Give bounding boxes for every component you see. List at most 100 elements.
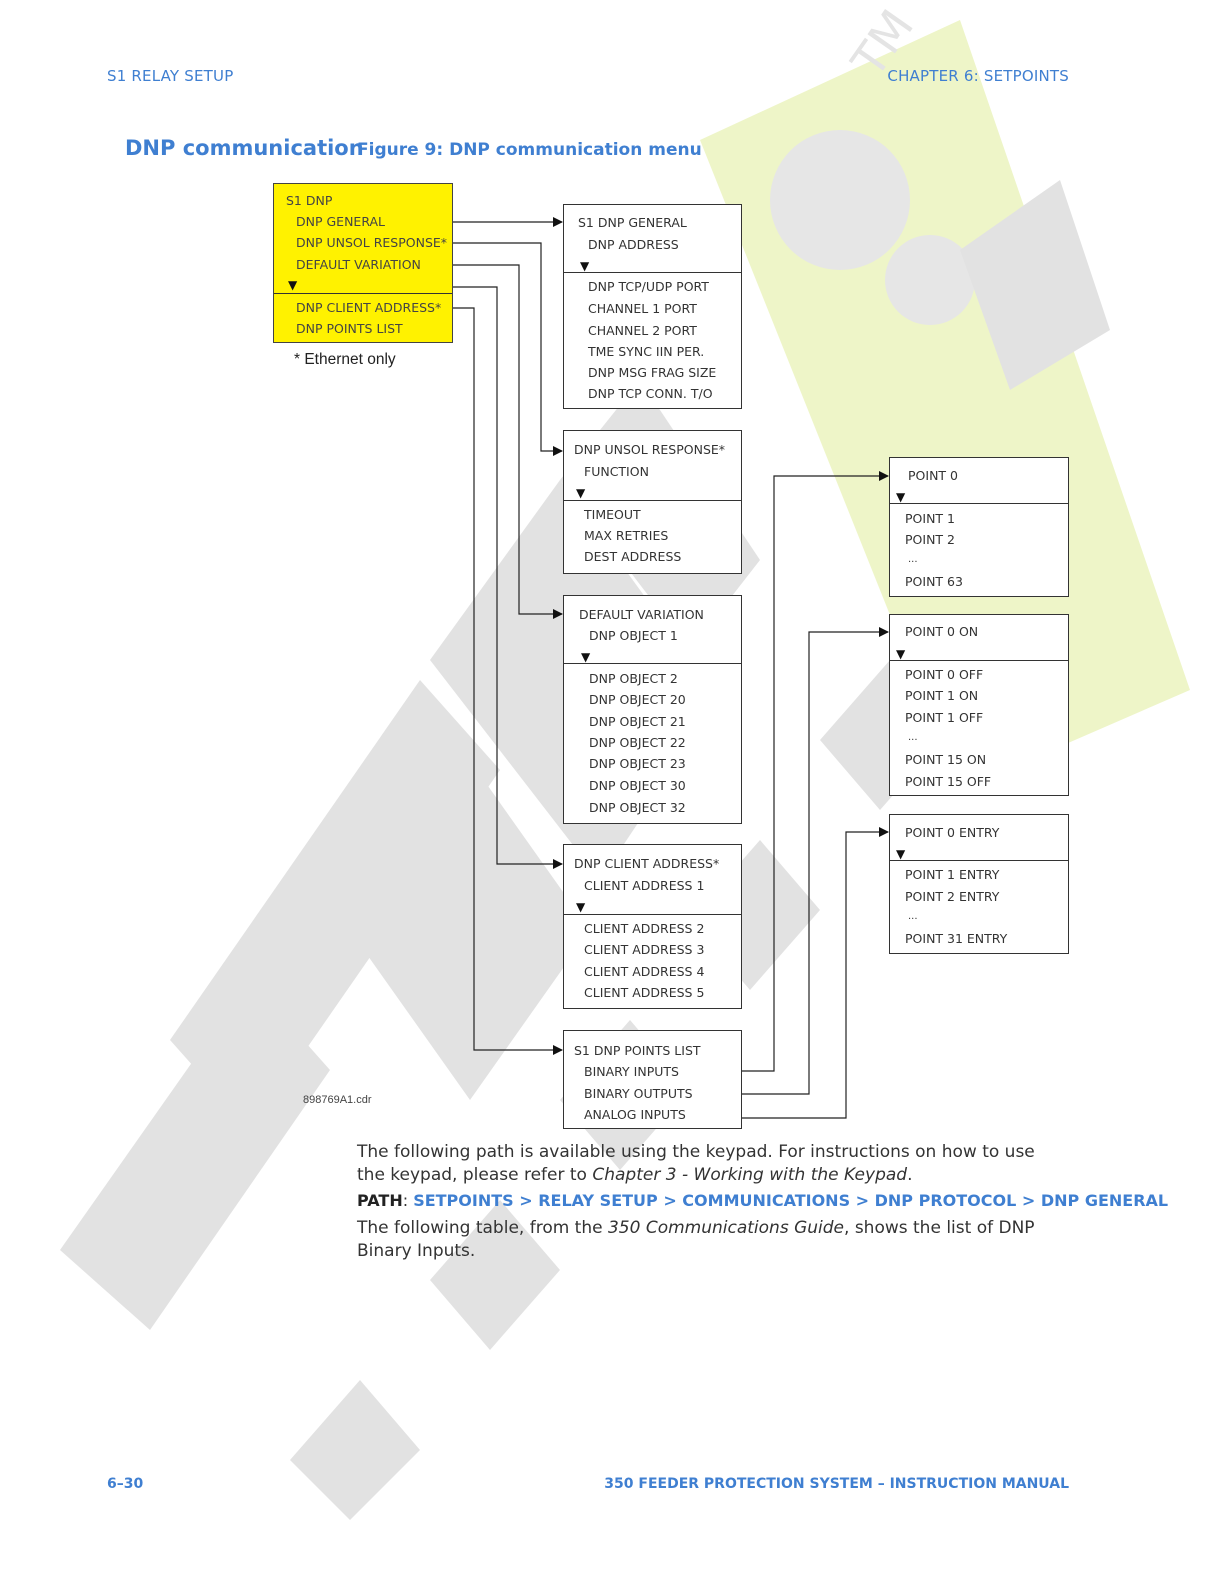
scroll-down-icon: ▼	[896, 490, 906, 504]
menu-title: POINT 0 ON	[905, 624, 979, 639]
menu-item: POINT 31 ENTRY	[905, 931, 1008, 946]
figure-title: Figure 9: DNP communication menu	[357, 140, 702, 160]
menu-item-binary-inputs: BINARY INPUTS	[584, 1064, 679, 1079]
menu-s1-dnp: S1 DNP DNP GENERAL DNP UNSOL RESPONSE* D…	[273, 183, 453, 343]
menu-item: CLIENT ADDRESS 5	[584, 985, 705, 1000]
menu-item-analog-inputs: ANALOG INPUTS	[584, 1107, 686, 1122]
menu-item-ellipsis: ...	[908, 911, 918, 922]
menu-title: DEFAULT VARIATION	[579, 607, 704, 622]
menu-item: TIMEOUT	[584, 507, 641, 522]
menu-divider	[890, 660, 1068, 661]
menu-dnp-unsol-response: DNP UNSOL RESPONSE* FUNCTION ▼ TIMEOUT M…	[563, 430, 742, 574]
guide-reference: 350 Communications Guide	[607, 1218, 845, 1238]
figure-file-reference: 898769A1.cdr	[303, 1094, 372, 1106]
scroll-down-icon: ▼	[896, 647, 906, 661]
paragraph-text: The following table, from the	[357, 1218, 608, 1238]
menu-item: DNP TCP/UDP PORT	[588, 279, 709, 294]
menu-item: POINT 1 ON	[905, 688, 979, 703]
menu-item: DNP OBJECT 22	[589, 735, 686, 750]
menu-item: POINT 1 ENTRY	[905, 867, 1000, 882]
connector-analog-inputs	[742, 827, 889, 1119]
menu-item-dnp-unsol-response: DNP UNSOL RESPONSE*	[296, 235, 448, 250]
menu-item: CHANNEL 1 PORT	[588, 301, 697, 316]
menu-item-ellipsis: ...	[908, 732, 918, 743]
menu-item: DNP OBJECT 20	[589, 692, 686, 707]
path-label: PATH	[357, 1191, 403, 1210]
connector-binary-inputs	[742, 471, 889, 1072]
connector-client	[452, 286, 563, 869]
menu-divider	[564, 663, 741, 664]
chapter-reference: Chapter 3 - Working with the Keypad	[592, 1165, 908, 1185]
menu-dnp-points-list: S1 DNP POINTS LIST BINARY INPUTS BINARY …	[563, 1030, 742, 1129]
menu-item: POINT 15 ON	[905, 752, 987, 767]
menu-item: DNP OBJECT 23	[589, 756, 686, 771]
menu-dnp-general: S1 DNP GENERAL DNP ADDRESS ▼ DNP TCP/UDP…	[563, 204, 742, 409]
menu-item: CLIENT ADDRESS 1	[584, 878, 705, 893]
running-footer: 350 FEEDER PROTECTION SYSTEM – INSTRUCTI…	[604, 1476, 1069, 1492]
menu-item: DNP ADDRESS	[588, 237, 679, 252]
menu-item-ellipsis: ...	[908, 554, 918, 565]
menu-item-dnp-points-list: DNP POINTS LIST	[296, 321, 403, 336]
menu-item: POINT 1 OFF	[905, 710, 984, 725]
menu-item-dnp-general: DNP GENERAL	[296, 214, 386, 229]
scroll-down-icon: ▼	[896, 847, 906, 861]
menu-title: DNP UNSOL RESPONSE*	[574, 442, 726, 457]
connector-binary-outputs	[742, 627, 889, 1095]
ethernet-note: * Ethernet only	[294, 351, 396, 368]
path-steps: SETPOINTS > RELAY SETUP > COMMUNICATIONS…	[413, 1191, 1169, 1210]
menu-divider	[890, 860, 1068, 861]
menu-item: MAX RETRIES	[584, 528, 669, 543]
menu-item: TME SYNC IIN PER.	[588, 344, 705, 359]
connector-points	[452, 307, 563, 1055]
menu-divider	[274, 293, 452, 294]
menu-binary-output-points: POINT 0 ON ▼ POINT 0 OFF POINT 1 ON POIN…	[889, 614, 1069, 796]
menu-item: FUNCTION	[584, 464, 649, 479]
menu-divider	[564, 272, 741, 273]
menu-title: POINT 0 ENTRY	[905, 825, 1000, 840]
paragraph-keypad-path: The following path is available using th…	[357, 1141, 1057, 1187]
menu-item: DNP MSG FRAG SIZE	[588, 365, 717, 380]
paragraph-text-end: .	[907, 1165, 913, 1185]
menu-s1-dnp-title: S1 DNP	[286, 193, 333, 208]
menu-item: CLIENT ADDRESS 4	[584, 964, 705, 979]
menu-path: PATH: SETPOINTS > RELAY SETUP > COMMUNIC…	[357, 1191, 1168, 1210]
menu-item: DNP OBJECT 30	[589, 778, 686, 793]
menu-item: CHANNEL 2 PORT	[588, 323, 697, 338]
menu-title: S1 DNP POINTS LIST	[574, 1043, 701, 1058]
scroll-down-icon: ▼	[581, 650, 591, 664]
menu-item: DNP TCP CONN. T/O	[588, 386, 713, 401]
menu-title: POINT 0	[908, 468, 958, 483]
menu-binary-input-points: POINT 0 ▼ POINT 1 POINT 2 ... POINT 63	[889, 457, 1069, 597]
menu-item: POINT 1	[905, 511, 955, 526]
running-header-left: S1 RELAY SETUP	[107, 67, 234, 85]
menu-item-binary-outputs: BINARY OUTPUTS	[584, 1086, 693, 1101]
menu-item-default-variation: DEFAULT VARIATION	[296, 257, 421, 272]
menu-title: DNP CLIENT ADDRESS*	[574, 856, 720, 871]
connector-variation	[452, 264, 563, 619]
scroll-down-icon: ▼	[580, 259, 590, 273]
menu-divider	[564, 500, 741, 501]
paragraph-text-end: , shows the list of DNP Binary Inputs.	[357, 1218, 1035, 1261]
menu-item: POINT 2	[905, 532, 955, 547]
menu-item: POINT 0 OFF	[905, 667, 984, 682]
menu-item: CLIENT ADDRESS 3	[584, 942, 705, 957]
scroll-down-icon: ▼	[576, 486, 586, 500]
menu-item-dnp-client-address: DNP CLIENT ADDRESS*	[296, 300, 442, 315]
paragraph-text: The following path is available using th…	[357, 1142, 1035, 1185]
running-header-right: CHAPTER 6: SETPOINTS	[887, 67, 1069, 85]
menu-analog-input-points: POINT 0 ENTRY ▼ POINT 1 ENTRY POINT 2 EN…	[889, 814, 1069, 954]
menu-item: POINT 63	[905, 574, 963, 589]
menu-item: DNP OBJECT 21	[589, 714, 686, 729]
menu-item: CLIENT ADDRESS 2	[584, 921, 705, 936]
menu-divider	[564, 914, 741, 915]
menu-item: DNP OBJECT 32	[589, 800, 686, 815]
path-separator: :	[402, 1191, 414, 1210]
paragraph-table-intro: The following table, from the 350 Commun…	[357, 1217, 1057, 1263]
menu-item: POINT 2 ENTRY	[905, 889, 1000, 904]
menu-item: POINT 15 OFF	[905, 774, 992, 789]
scroll-down-icon: ▼	[288, 278, 298, 292]
menu-default-variation: DEFAULT VARIATION DNP OBJECT 1 ▼ DNP OBJ…	[563, 595, 742, 824]
page-number: 6–30	[107, 1476, 144, 1492]
section-title: DNP communication	[125, 136, 364, 160]
